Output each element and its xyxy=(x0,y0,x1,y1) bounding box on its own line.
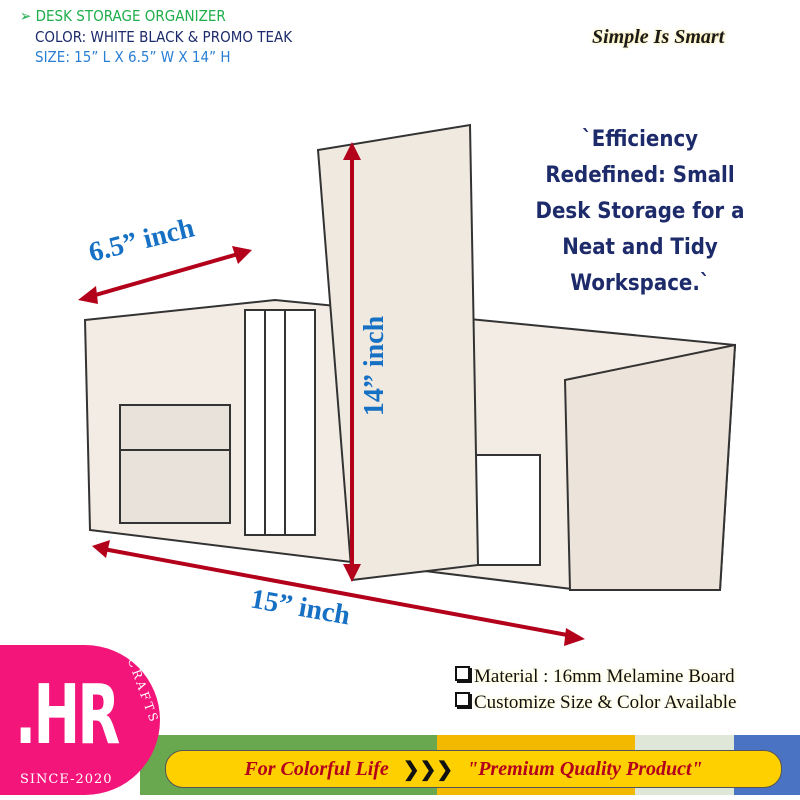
checkbox-icon xyxy=(455,692,470,707)
product-color: COLOR: WHITE BLACK & PROMO TEAK xyxy=(35,28,293,46)
drawer-stack xyxy=(119,404,231,524)
logo-since: SINCE-2020 xyxy=(20,772,113,787)
side-panel xyxy=(563,343,737,591)
slogan: Simple Is Smart xyxy=(592,26,725,48)
length-arrow xyxy=(97,546,579,639)
arrowhead-icon xyxy=(343,142,361,160)
title-text: DESK STORAGE ORGANIZER xyxy=(35,7,226,25)
chevrons-icon: ❯❯❯ xyxy=(402,758,454,781)
height-label: 14” inch xyxy=(359,315,391,417)
arrowhead-icon xyxy=(564,628,585,646)
spec-item: Material : 16mm Melamine Board xyxy=(455,664,736,690)
tagline-quote: ˋEfficiency Redefined: Small Desk Storag… xyxy=(535,127,745,296)
arrowhead-icon xyxy=(92,540,110,558)
spec-item: Customize Size & Color Available xyxy=(455,690,736,716)
product-size: SIZE: 15” L X 6.5” W X 14” H xyxy=(35,48,231,66)
spec-list: Material : 16mm Melamine Board Customize… xyxy=(455,664,736,716)
width-arrow xyxy=(84,250,246,300)
dimension-arrows xyxy=(78,142,585,646)
tall-divider xyxy=(316,123,480,582)
banner-left-text: For Colorful Life xyxy=(244,757,389,780)
arrow-icon: ➢ xyxy=(20,7,36,25)
checkbox-icon xyxy=(455,666,470,681)
books xyxy=(244,309,316,536)
banner-right-text: "Premium Quality Product" xyxy=(467,757,703,780)
arrowhead-icon xyxy=(78,286,98,304)
arrowhead-icon xyxy=(343,564,361,582)
banner-pill: For Colorful Life ❯❯❯ "Premium Quality P… xyxy=(165,750,782,788)
spec-text: Customize Size & Color Available xyxy=(474,692,737,713)
spec-text: Material : 16mm Melamine Board xyxy=(474,666,735,687)
logo-mark: .HR xyxy=(15,668,120,763)
product-title: ➢ DESK STORAGE ORGANIZER xyxy=(20,6,226,26)
brand-logo xyxy=(0,645,160,795)
arrowhead-icon xyxy=(232,246,252,264)
